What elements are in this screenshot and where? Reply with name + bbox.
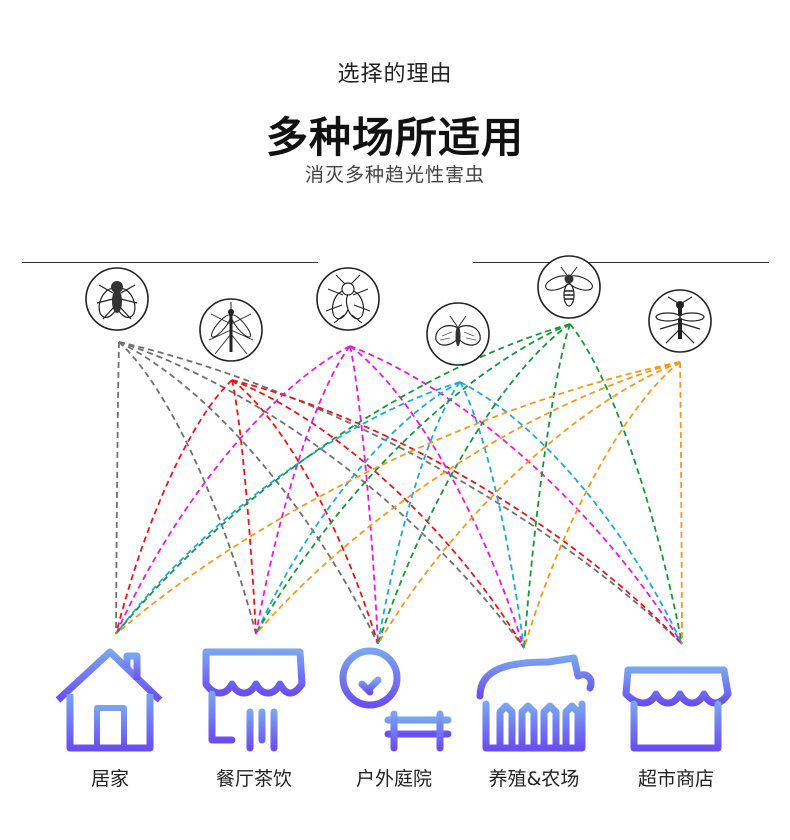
place-label-home: 居家 bbox=[90, 768, 129, 790]
store-icon bbox=[622, 652, 732, 752]
restaurant-icon bbox=[202, 648, 306, 752]
connection-lines bbox=[115, 323, 683, 649]
connection-line bbox=[523, 361, 681, 649]
gnat-icon bbox=[648, 289, 712, 353]
connection-line bbox=[231, 379, 525, 649]
moth-icon bbox=[426, 302, 490, 366]
place-label-restaurant: 餐厅茶饮 bbox=[215, 768, 292, 790]
connection-line bbox=[118, 341, 257, 635]
connection-line bbox=[231, 379, 257, 635]
bee-icon bbox=[537, 255, 601, 319]
connection-line bbox=[679, 361, 683, 645]
connection-line bbox=[231, 379, 683, 645]
connection-line bbox=[523, 323, 571, 649]
connection-line bbox=[255, 381, 461, 635]
divider-right bbox=[473, 262, 769, 263]
place-label-store: 超市商店 bbox=[637, 768, 714, 790]
page-title: 多种场所适用 bbox=[265, 113, 524, 162]
connection-line bbox=[377, 323, 571, 645]
beetle-icon bbox=[316, 267, 380, 331]
divider-left bbox=[22, 262, 318, 263]
place-label-farm: 养殖&农场 bbox=[488, 768, 580, 790]
connection-line bbox=[569, 323, 683, 645]
connection-line bbox=[255, 323, 571, 635]
connection-line bbox=[459, 381, 525, 649]
fly-icon bbox=[85, 267, 149, 331]
farm-icon bbox=[476, 654, 595, 752]
connection-line bbox=[115, 341, 120, 635]
connection-line bbox=[118, 341, 525, 649]
connection-line bbox=[115, 381, 461, 635]
page-subtitle: 消灭多种趋光性害虫 bbox=[304, 164, 485, 186]
connection-line bbox=[255, 345, 351, 635]
connection-line bbox=[115, 323, 571, 635]
connection-line bbox=[118, 341, 683, 645]
connection-line bbox=[115, 361, 681, 635]
connection-line bbox=[118, 341, 379, 645]
house-icon bbox=[55, 648, 163, 752]
place-label-garden: 户外庭院 bbox=[355, 768, 432, 790]
connection-line bbox=[349, 345, 379, 645]
section-kicker: 选择的理由 bbox=[337, 62, 453, 87]
connection-line bbox=[349, 345, 525, 649]
connection-line bbox=[255, 361, 681, 635]
connection-line bbox=[115, 345, 351, 635]
garden-icon bbox=[339, 647, 452, 752]
connection-line bbox=[115, 379, 233, 635]
connection-line bbox=[459, 381, 683, 645]
mosquito-icon bbox=[199, 298, 263, 362]
